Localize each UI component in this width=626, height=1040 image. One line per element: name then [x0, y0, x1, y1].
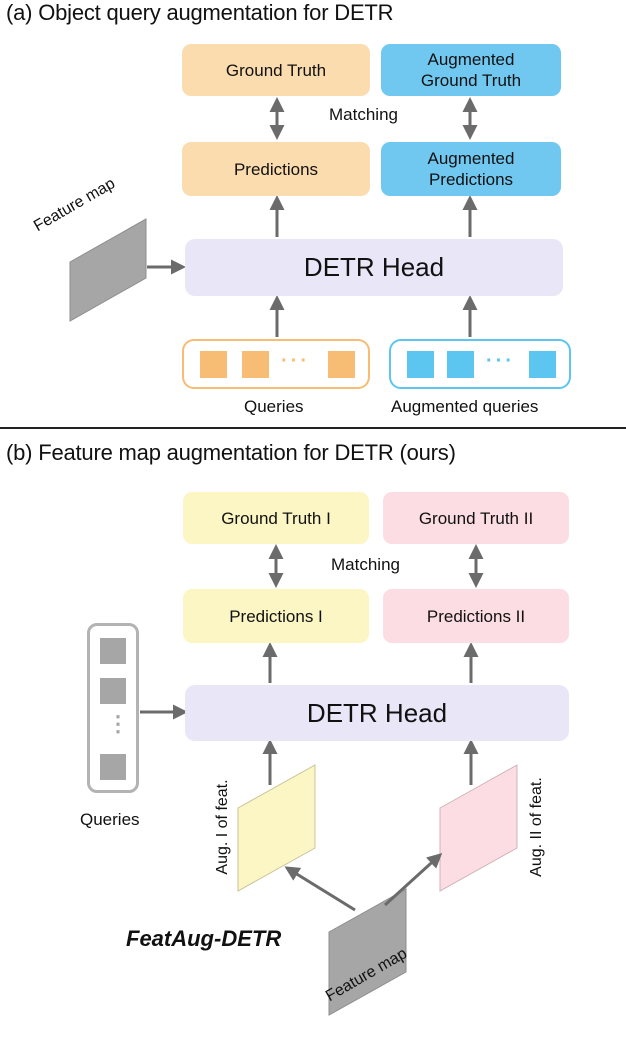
predictions-2-box: Predictions II [383, 589, 569, 643]
ground-truth-1-box: Ground Truth I [183, 492, 369, 544]
feature-map-shape-a [69, 218, 147, 322]
query-square [200, 351, 227, 378]
query-vertical-ellipsis: ⋮ [107, 711, 129, 736]
feature-map-shape-b [328, 888, 407, 1016]
ground-truth-2-box: Ground Truth II [383, 492, 569, 544]
aug-2-label: Aug. II of feat. [528, 777, 545, 877]
detr-head-label-a: DETR Head [303, 252, 445, 282]
predictions-1-label: Predictions I [229, 606, 323, 626]
detr-head-b: DETR Head [185, 685, 569, 741]
panel-a-title: (a) Object query augmentation for DETR [6, 0, 394, 25]
arrow-feature-to-aug-2 [383, 852, 443, 907]
query-square-b [100, 638, 126, 664]
detr-head-a: DETR Head [185, 239, 563, 296]
aug-1-label: Aug. I of feat. [214, 779, 231, 875]
augmented-ground-truth-box: Augmented Ground Truth [381, 44, 561, 96]
augmented-query-ellipsis: ··· [486, 350, 515, 372]
query-square-b [100, 754, 126, 780]
augmented-query-square [447, 351, 474, 378]
arrow-feature-to-aug-1 [284, 866, 356, 912]
augmented-query-square [407, 351, 434, 378]
predictions-2-label: Predictions II [426, 606, 526, 626]
predictions-label: Predictions [233, 159, 319, 179]
matching-label-b: Matching [331, 555, 400, 574]
aug-2-feature-shape [439, 764, 518, 892]
queries-group-b: ⋮ [87, 623, 139, 793]
augmented-ground-truth-line-2: Ground Truth [420, 71, 522, 90]
panel-b-title: (b) Feature map augmentation for DETR (o… [6, 440, 456, 465]
query-square-b [100, 678, 126, 704]
augmented-queries-label: Augmented queries [391, 397, 539, 416]
matching-label-a: Matching [329, 105, 398, 124]
queries-group-a: ··· [182, 339, 370, 389]
query-square [328, 351, 355, 378]
ground-truth-2-label: Ground Truth II [418, 508, 534, 528]
query-ellipsis: ··· [281, 350, 310, 372]
queries-label-a: Queries [244, 397, 304, 416]
predictions-box-a: Predictions [182, 142, 370, 196]
augmented-predictions-line-2: Predictions [428, 170, 514, 189]
augmented-predictions-line-1: Augmented [427, 149, 515, 168]
query-square [242, 351, 269, 378]
ground-truth-box-a: Ground Truth [182, 44, 370, 96]
augmented-ground-truth-line-1: Augmented [427, 50, 515, 69]
feataug-detr-label: FeatAug-DETR [126, 926, 282, 951]
augmented-query-square [529, 351, 556, 378]
augmented-predictions-box: Augmented Predictions [381, 142, 561, 196]
queries-label-b: Queries [80, 810, 140, 829]
augmented-queries-group: ··· [389, 339, 571, 389]
ground-truth-label: Ground Truth [225, 60, 327, 80]
detr-head-label-b: DETR Head [306, 697, 448, 728]
ground-truth-1-label: Ground Truth I [221, 508, 331, 528]
panel-divider [0, 427, 626, 429]
predictions-1-box: Predictions I [183, 589, 369, 643]
aug-1-feature-shape [237, 764, 316, 892]
